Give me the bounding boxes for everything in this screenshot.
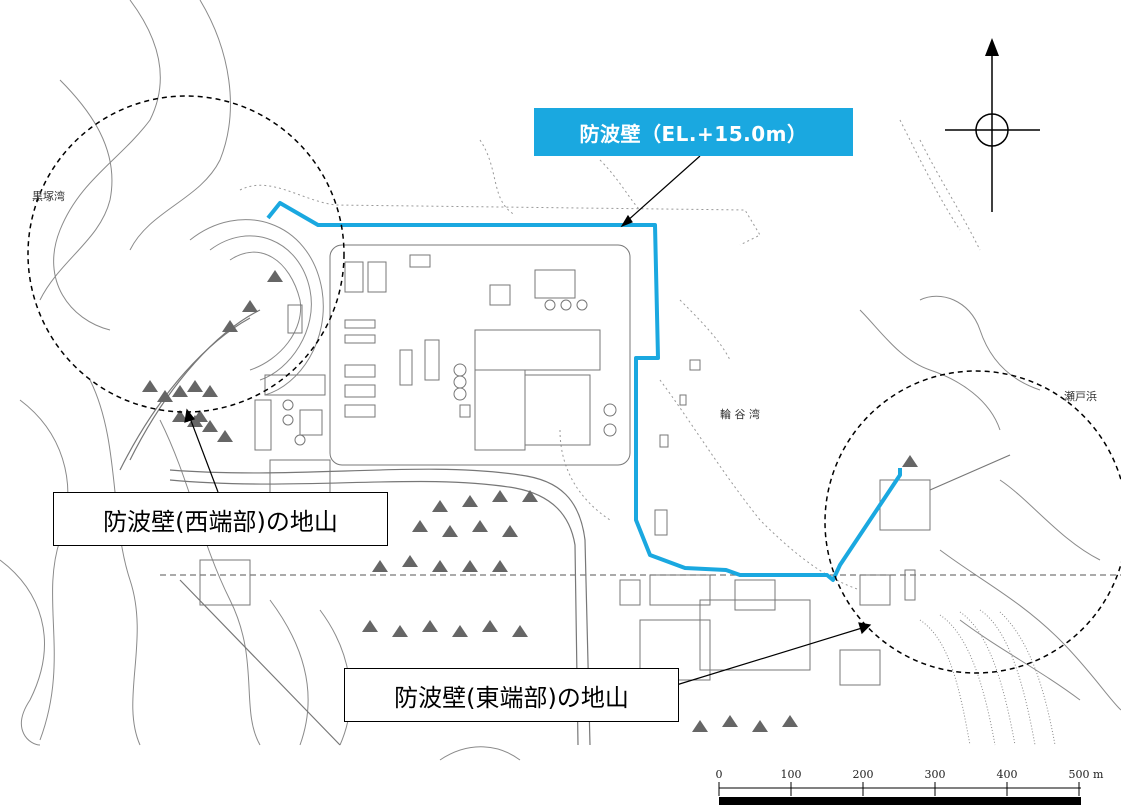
leader-lines xyxy=(184,155,872,691)
north-arrow-icon xyxy=(945,38,1040,212)
scale-tick-label: 200 xyxy=(852,768,874,781)
west-end-callout: 防波壁(西端部)の地山 xyxy=(53,492,388,546)
slope-hatching xyxy=(142,270,918,732)
center-bay-label: 輪 谷 湾 xyxy=(720,408,760,421)
west-bay-label: 黒塚湾 xyxy=(32,190,65,203)
scale-bar xyxy=(718,782,1081,805)
west-end-circle xyxy=(27,95,345,413)
stippled-area xyxy=(919,609,1056,746)
east-bay-label: 瀬戸浜 xyxy=(1064,390,1097,403)
scale-tick-label: 500 m xyxy=(1068,768,1104,781)
seawall-line xyxy=(266,201,902,582)
scale-tick-label: 100 xyxy=(780,768,802,781)
east-end-callout: 防波壁(東端部)の地山 xyxy=(344,668,679,722)
scale-tick-label: 300 xyxy=(924,768,946,781)
facility-blocks xyxy=(199,244,931,686)
seawall-callout: 防波壁（EL.+15.0m） xyxy=(534,108,853,156)
scale-tick-label: 0 xyxy=(715,768,723,781)
east-end-circle xyxy=(824,370,1121,674)
terrain-contours xyxy=(0,0,1121,761)
scale-tick-label: 400 xyxy=(996,768,1018,781)
